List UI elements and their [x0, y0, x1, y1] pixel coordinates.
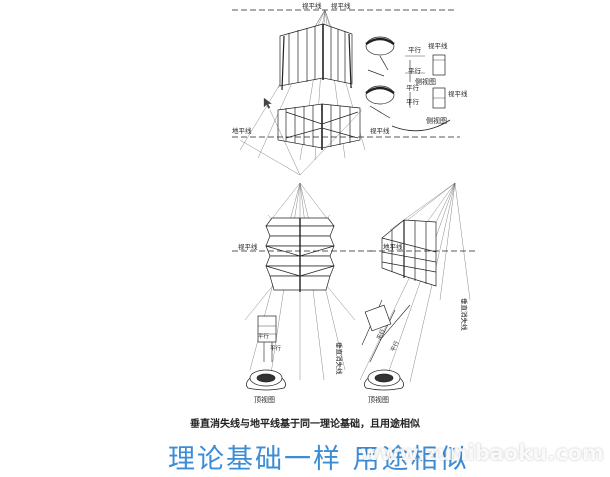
label-vertical-vp-line-left: 垂直消失线: [335, 342, 344, 375]
label-eye-horizon-top-b: 视平线: [331, 1, 351, 10]
book-fan-lower: [277, 103, 361, 150]
top-rect-right: [364, 304, 392, 332]
label-parallel-4: 平行: [406, 97, 420, 106]
book-fan-upper: [279, 23, 353, 91]
bottom-right-diagram: [359, 182, 475, 391]
label-parallel-8: 平行: [389, 339, 401, 353]
label-parallel-2: 平行: [408, 66, 422, 75]
label-eye-horizon-left: 视平线: [238, 242, 258, 251]
label-parallel-1: 平行: [408, 45, 422, 54]
label-eye-horizon-right-mid: 视平线: [448, 89, 468, 98]
book-fan-right: [381, 219, 437, 287]
top-rect-left: [257, 315, 277, 343]
label-eye-horizon-right-top: 视平线: [428, 41, 448, 50]
label-parallel-5: 平行: [258, 332, 270, 340]
top-diagram: [232, 9, 460, 176]
head-top-view-right: [364, 369, 404, 391]
label-eye-horizon-top-a: 视平线: [302, 1, 322, 10]
book-stack-left: [265, 217, 335, 292]
label-top-view-left: 顶视图: [254, 395, 275, 404]
head-sketch-lower: [365, 85, 395, 119]
label-horizon-right: 地平线: [383, 242, 403, 251]
bottom-left-diagram: [232, 182, 372, 391]
label-eye-horizon-mid: 视平线: [370, 126, 390, 135]
cursor-icon: [263, 97, 272, 109]
label-side-view-1: 侧视图: [415, 77, 436, 86]
head-sketch-upper: [365, 36, 395, 77]
head-top-view-left: [246, 369, 286, 391]
subtitle-text: 理论基础一样 用途相似: [168, 444, 469, 475]
label-side-view-2: 侧视图: [426, 116, 447, 125]
side-rect-upper: [432, 54, 446, 76]
label-vertical-vp-line-right: 垂直消失线: [460, 298, 469, 331]
label-parallel-3: 平行: [406, 83, 420, 92]
label-top-view-right: 顶视图: [368, 395, 389, 404]
label-parallel-6: 平行: [270, 344, 282, 352]
figure-caption: 垂直消失线与地平线基于同一理论基础，且用途相似: [190, 419, 420, 430]
watermark-text: www.zunibaoku.com: [360, 441, 604, 465]
label-horizon-top: 地平线: [232, 126, 252, 135]
